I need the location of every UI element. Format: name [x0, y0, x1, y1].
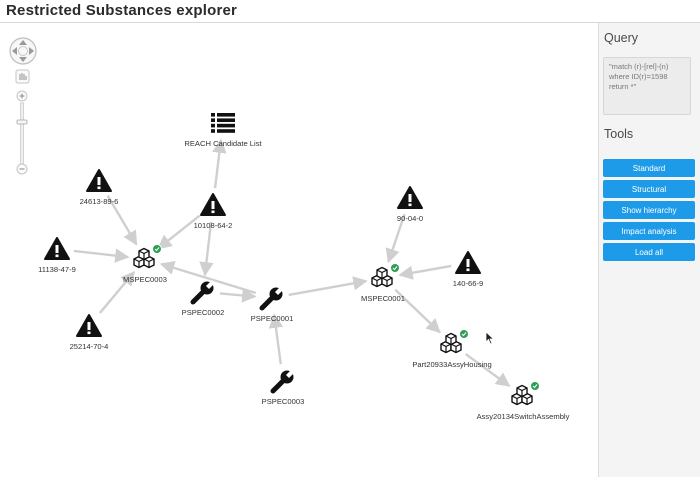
node-label: MSPEC0003	[123, 275, 167, 284]
zoom-in-icon[interactable]	[16, 90, 28, 102]
graph-node-s140[interactable]: 140-66-9	[453, 251, 483, 288]
graph-edge	[394, 288, 441, 334]
node-label: MSPEC0001	[361, 294, 405, 303]
graph-node-s10108[interactable]: 10108-64-2	[194, 193, 233, 230]
pan-right-icon[interactable]	[29, 47, 34, 55]
standard-button[interactable]: Standard	[603, 159, 695, 177]
warning-icon[interactable]	[200, 193, 226, 216]
node-label: 24613-89-6	[80, 197, 119, 206]
graph-node-assy[interactable]: Assy20134SwitchAssembly	[477, 381, 570, 422]
graph-edge	[73, 248, 130, 263]
graph-edge	[268, 313, 284, 365]
cubes-icon[interactable]	[511, 381, 540, 406]
warning-icon[interactable]	[44, 237, 70, 260]
cubes-icon[interactable]	[371, 263, 400, 288]
graph-node-mspec1[interactable]: MSPEC0001	[361, 263, 405, 304]
check-icon	[392, 266, 398, 271]
pan-down-icon[interactable]	[19, 57, 27, 62]
list-icon[interactable]	[211, 113, 235, 133]
status-badge	[152, 244, 162, 254]
pan-control[interactable]	[9, 37, 37, 65]
graph-canvas[interactable]: REACH Candidate List 24613-89-6 10108-64-2…	[0, 23, 598, 477]
cubes-icon[interactable]	[133, 244, 162, 269]
zoom-slider-handle[interactable]	[16, 119, 28, 125]
graph-edge	[106, 195, 138, 246]
node-label: REACH Candidate List	[184, 139, 262, 148]
graph-edge	[212, 138, 227, 189]
graph-node-reach[interactable]: REACH Candidate List	[184, 113, 263, 148]
wrench-icon[interactable]	[259, 286, 284, 311]
node-label: Assy20134SwitchAssembly	[477, 412, 570, 421]
warning-icon[interactable]	[86, 169, 112, 192]
wrench-icon[interactable]	[270, 369, 295, 394]
status-badge	[459, 329, 469, 339]
graph-node-pspec1[interactable]: PSPEC0001	[251, 286, 294, 323]
navigation-controls	[8, 36, 40, 181]
graph-edge	[199, 221, 214, 277]
show-hierarchy-button[interactable]: Show hierarchy	[603, 201, 695, 219]
check-icon	[154, 247, 160, 252]
node-label: 25214-70-4	[70, 342, 109, 351]
hand-tool-icon[interactable]	[15, 69, 30, 84]
check-icon	[461, 332, 467, 337]
app-title: Restricted Substances explorer	[6, 2, 238, 19]
title-divider	[0, 22, 700, 23]
node-label: 90-04-0	[397, 214, 423, 223]
nodes-layer: REACH Candidate List 24613-89-6 10108-64-2…	[38, 113, 570, 422]
node-label: 10108-64-2	[194, 221, 233, 230]
graph-edge	[385, 213, 406, 264]
tools-heading: Tools	[604, 127, 634, 141]
node-label: Part20933AssyHousing	[412, 360, 491, 369]
node-label: 140-66-9	[453, 279, 483, 288]
graph-svg[interactable]: REACH Candidate List 24613-89-6 10108-64-2…	[0, 23, 598, 477]
graph-node-s24613[interactable]: 24613-89-6	[80, 169, 119, 206]
node-label: 11138-47-9	[38, 265, 76, 274]
query-box[interactable]: "match (r)-[rel]-(n) where ID(r)=1598 re…	[603, 57, 691, 115]
warning-icon[interactable]	[455, 251, 481, 274]
node-label: PSPEC0001	[251, 314, 294, 323]
cubes-icon[interactable]	[440, 329, 469, 354]
zoom-slider-track[interactable]	[20, 102, 24, 166]
node-label: PSPEC0003	[262, 397, 305, 406]
graph-edge	[465, 353, 511, 387]
edges-layer	[73, 138, 511, 387]
graph-node-part[interactable]: Part20933AssyHousing	[412, 329, 492, 370]
graph-node-pspec3[interactable]: PSPEC0003	[262, 369, 305, 406]
query-heading: Query	[604, 31, 639, 45]
graph-edge	[219, 288, 257, 303]
status-badge	[390, 263, 400, 273]
sidebar: Query "match (r)-[rel]-(n) where ID(r)=1…	[598, 23, 700, 477]
graph-node-pspec2[interactable]: PSPEC0002	[182, 280, 225, 317]
mouse-cursor-icon	[485, 331, 495, 345]
graph-node-s11138[interactable]: 11138-47-9	[38, 237, 76, 274]
status-badge	[530, 381, 540, 391]
load-all-button[interactable]: Load all	[603, 243, 695, 261]
graph-node-s90040[interactable]: 90-04-0	[397, 186, 423, 223]
graph-edge	[288, 276, 368, 297]
graph-node-s25214[interactable]: 25214-70-4	[70, 314, 109, 351]
warning-icon[interactable]	[76, 314, 102, 337]
node-label: PSPEC0002	[182, 308, 225, 317]
graph-edge	[398, 264, 452, 280]
wrench-icon[interactable]	[190, 280, 215, 305]
warning-icon[interactable]	[397, 186, 423, 209]
pan-left-icon[interactable]	[12, 47, 17, 55]
check-icon	[532, 384, 538, 389]
graph-edge	[159, 260, 257, 295]
graph-node-mspec3[interactable]: MSPEC0003	[123, 244, 167, 285]
graph-edge	[157, 214, 201, 250]
pan-up-icon[interactable]	[19, 40, 27, 45]
structural-button[interactable]: Structural	[603, 180, 695, 198]
graph-edge	[98, 270, 136, 314]
zoom-out-icon[interactable]	[16, 163, 28, 175]
impact-analysis-button[interactable]: Impact analysis	[603, 222, 695, 240]
